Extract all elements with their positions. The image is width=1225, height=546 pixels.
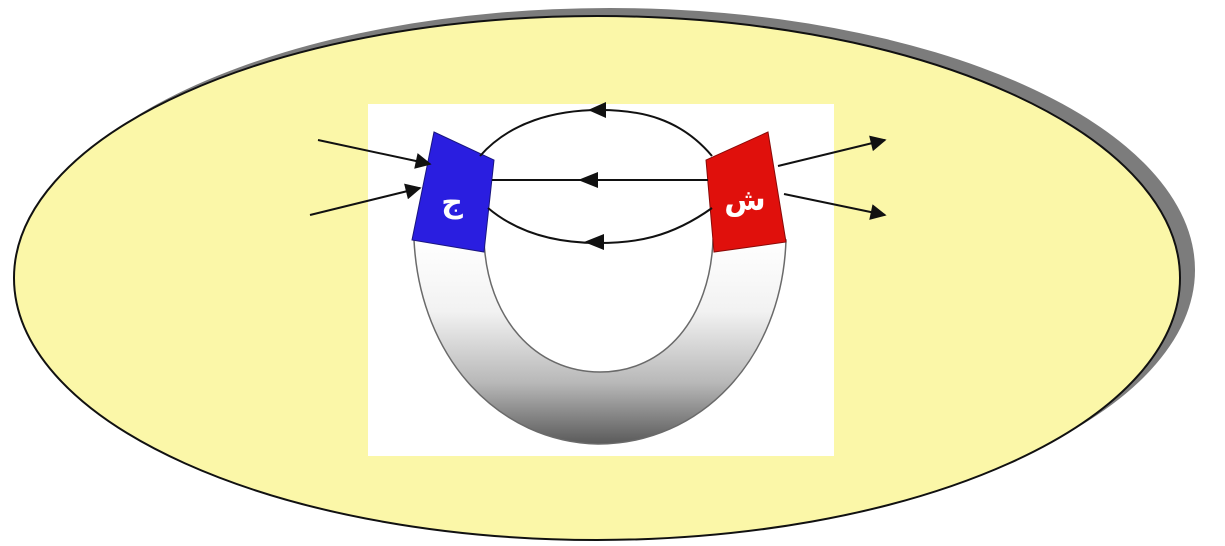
arrow-middle xyxy=(578,172,598,188)
arrow-top xyxy=(588,102,606,118)
field-line-in-lower xyxy=(309,183,422,216)
right-pole xyxy=(705,131,787,253)
magnet-body xyxy=(413,239,787,445)
field-line-out-lower xyxy=(783,193,887,220)
arrow-bottom xyxy=(584,234,604,250)
left-pole-label: ج xyxy=(441,185,463,220)
right-pole-label: ش xyxy=(724,183,765,218)
field-line-in-upper xyxy=(317,139,432,169)
field-line-out-upper xyxy=(777,135,887,167)
left-pole xyxy=(411,131,495,253)
